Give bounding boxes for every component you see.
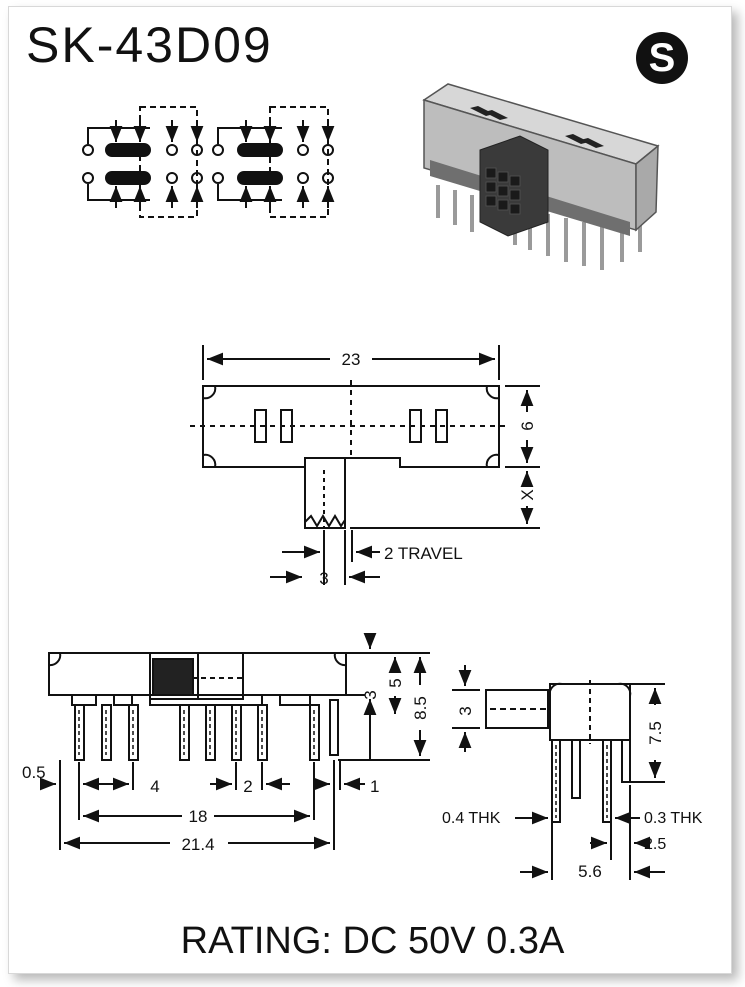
dim-row-span: 5.6 [578, 862, 602, 881]
dim-overall-span: 21.4 [181, 835, 214, 854]
rating-text: RATING: DC 50V 0.3A [180, 920, 565, 962]
dim-body-height: 3 [361, 690, 380, 699]
part-number-title: SK-43D09 [26, 17, 273, 73]
dim-pin-thk-left: 0.4 THK [442, 810, 501, 827]
dim-edge-offset: 1 [370, 777, 379, 796]
dim-height: 6 [518, 421, 537, 430]
dim-total-height: 8.5 [411, 696, 430, 720]
dim-actuator-height: 3 [456, 706, 475, 715]
dim-pin-thickness: 0.5 [22, 763, 46, 782]
side-view [452, 665, 665, 880]
switch-product-image [422, 83, 660, 270]
dim-pitch-group: 4 [150, 777, 159, 796]
dim-pitch: 2 [243, 777, 252, 796]
top-view [190, 345, 540, 585]
dim-height-to-actuator: 5 [386, 678, 405, 687]
dim-extension: X [518, 489, 537, 500]
schematic-group-right [212, 106, 335, 218]
circuit-schematic [82, 106, 335, 218]
brand-logo: S [636, 32, 688, 84]
dim-pin-span: 18 [189, 807, 208, 826]
dim-actuator-width: 3 [319, 569, 328, 588]
schematic-group-left [82, 106, 204, 218]
dim-pin-thk-right: 0.3 THK [644, 810, 703, 827]
dim-width: 23 [342, 350, 361, 369]
dim-row-offset: 2.5 [644, 836, 666, 853]
front-view [40, 633, 430, 850]
dim-pin-length: 7.5 [646, 721, 665, 745]
dim-travel: 2 TRAVEL [384, 544, 463, 563]
